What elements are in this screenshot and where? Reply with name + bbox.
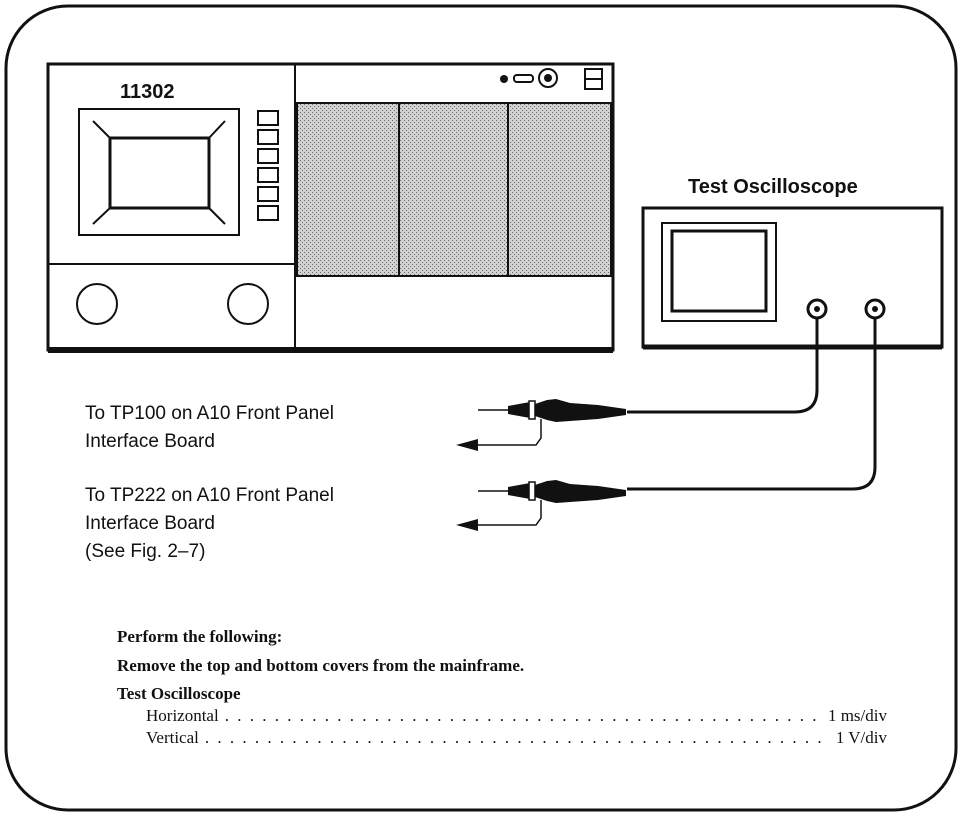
- probe-cable-1: [627, 318, 819, 414]
- power-led-icon: [500, 75, 508, 83]
- leader-dots: [205, 728, 830, 748]
- plugin-slot-2: [398, 102, 509, 277]
- test-oscilloscope-screen-bezel: [661, 222, 777, 322]
- probe-2-label-line1: To TP222 on A10 Front Panel: [85, 485, 334, 506]
- instructions-step: Remove the top and bottom covers from th…: [117, 656, 525, 675]
- mainframe-display: [78, 108, 240, 236]
- power-switch-icon: [584, 68, 603, 90]
- mainframe-side-buttons: [257, 110, 279, 221]
- plugin-slot-3: [507, 102, 612, 277]
- outer-border: [4, 4, 958, 812]
- probe-1-label-line2: Interface Board: [85, 431, 215, 452]
- probe-1-label-line1: To TP100 on A10 Front Panel: [85, 403, 334, 424]
- test-oscilloscope-screen: [670, 229, 768, 313]
- instructions-heading: Perform the following:: [117, 627, 283, 646]
- plugin-slot-1: [296, 102, 400, 277]
- setting-name: Horizontal: [146, 706, 219, 725]
- setting-value: 1 ms/div: [827, 706, 887, 725]
- probe-1-icon: [456, 399, 626, 451]
- leader-dots: [225, 706, 822, 726]
- power-slot-icon: [513, 74, 534, 83]
- setting-row-vertical: Vertical 1 V/div: [146, 728, 887, 750]
- test-oscilloscope-label: Test Oscilloscope: [688, 176, 858, 198]
- mainframe-knob-right: [227, 283, 269, 325]
- probe-2-label-line2: Interface Board: [85, 513, 215, 534]
- setting-row-horizontal: Horizontal 1 ms/div: [146, 706, 887, 728]
- mainframe-11302: 11302: [46, 62, 615, 353]
- probe-2-icon: [456, 480, 626, 531]
- probe-cable-2: [627, 318, 877, 491]
- probe-2-label-line3: (See Fig. 2–7): [85, 541, 205, 562]
- test-oscilloscope: Test Oscilloscope: [641, 176, 944, 350]
- settings-title: Test Oscilloscope: [117, 684, 241, 703]
- setting-value: 1 V/div: [835, 728, 887, 747]
- setting-name: Vertical: [146, 728, 199, 747]
- mainframe-knob-left: [76, 283, 118, 325]
- mainframe-model-label: 11302: [120, 81, 175, 103]
